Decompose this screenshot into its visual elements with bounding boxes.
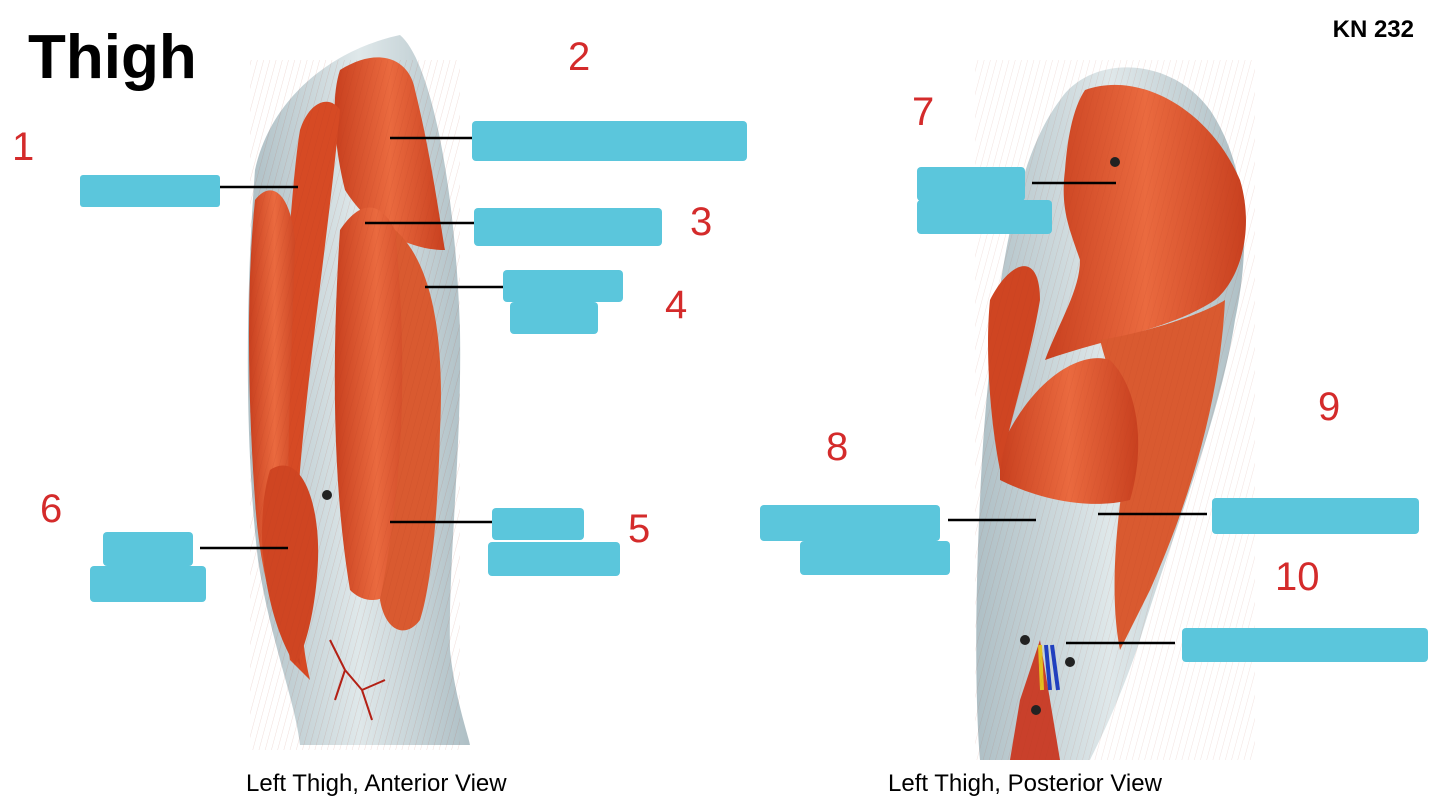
label-cover-1	[80, 175, 220, 207]
leader-lines	[200, 136, 1207, 645]
hand-number-9: 9	[1318, 385, 1340, 429]
label-cover-6a	[103, 532, 193, 566]
hand-number-2: 2	[568, 35, 590, 79]
hand-number-5: 5	[628, 507, 650, 551]
course-code: KN 232	[1332, 16, 1414, 43]
label-cover-4b	[510, 302, 598, 334]
label-cover-8a	[760, 505, 940, 541]
label-cover-2	[472, 121, 747, 161]
label-cover-4a	[503, 270, 623, 302]
knee-vessels	[329, 639, 386, 721]
pin-marker	[322, 490, 332, 500]
muscle-fiber-texture	[250, 60, 460, 750]
hand-number-7: 7	[912, 90, 934, 134]
hand-number-8: 8	[826, 425, 848, 469]
caption-anterior: Left Thigh, Anterior View	[246, 770, 507, 797]
label-cover-6b	[90, 566, 206, 602]
pin-marker	[1020, 635, 1030, 645]
label-cover-5a	[492, 508, 584, 540]
page-title: Thigh	[28, 23, 197, 92]
label-cover-7a	[917, 167, 1025, 201]
hand-number-4: 4	[665, 283, 687, 327]
pin-marker	[1031, 705, 1041, 715]
anterior-thigh-model	[247, 35, 470, 750]
label-cover-3	[474, 208, 662, 246]
handwritten-numbers: 1 2 3 4 5 6 7 8 9 10	[12, 35, 1340, 599]
label-covers	[80, 121, 1428, 662]
hand-number-3: 3	[690, 200, 712, 244]
hand-number-10: 10	[1275, 555, 1320, 599]
caption-posterior: Left Thigh, Posterior View	[888, 770, 1162, 797]
pin-marker	[1110, 157, 1120, 167]
label-cover-7b	[917, 200, 1052, 234]
label-cover-9	[1212, 498, 1419, 534]
hand-number-6: 6	[40, 487, 62, 531]
label-cover-8b	[800, 541, 950, 575]
label-cover-5b	[488, 542, 620, 576]
pin-marker	[1065, 657, 1075, 667]
hand-number-1: 1	[12, 125, 34, 169]
label-cover-10	[1182, 628, 1428, 662]
